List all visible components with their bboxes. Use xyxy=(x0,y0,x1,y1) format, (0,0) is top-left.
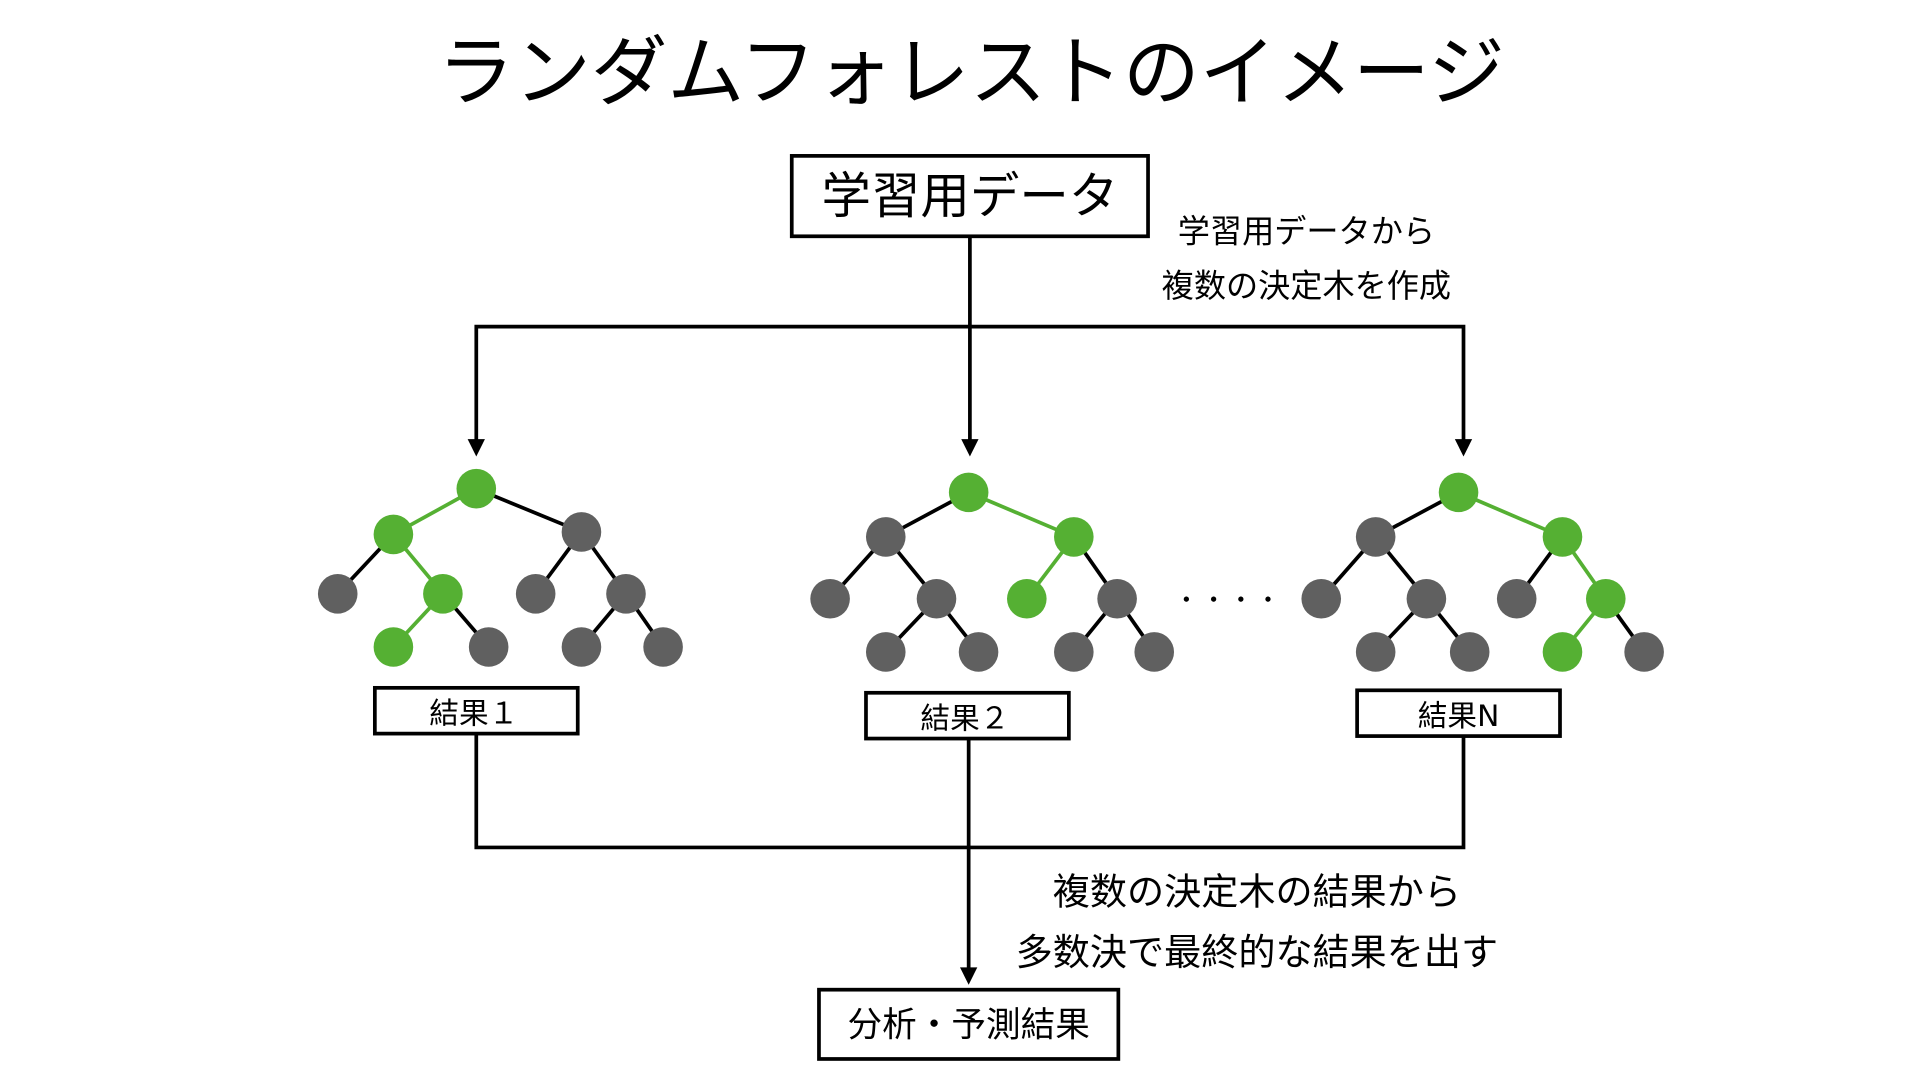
output-label: 分析・予測結果 xyxy=(847,1006,1089,1046)
distribution-connectors xyxy=(474,236,1466,443)
result-box-n: 結果N xyxy=(1355,688,1562,738)
tree-node xyxy=(1097,578,1137,619)
tree-node xyxy=(958,632,999,672)
arrowhead-output xyxy=(960,967,978,985)
annotation-top-line-1: 学習用データから xyxy=(1178,212,1435,250)
tree-node xyxy=(1054,632,1094,672)
tree-node xyxy=(1449,632,1490,672)
result-box-1: 結果１ xyxy=(372,685,580,736)
output-box: 分析・予測結果 xyxy=(817,987,1121,1061)
tree-node xyxy=(1301,578,1342,619)
tree-node-highlighted xyxy=(1542,517,1583,557)
arrowhead-tree-1 xyxy=(467,439,485,457)
result-label-2: 結果２ xyxy=(920,702,1009,737)
annotation-bottom-line-1: 複数の決定木の結果から xyxy=(1053,870,1461,913)
tree-node xyxy=(916,578,957,619)
annotation-top-line-2: 複数の決定木を作成 xyxy=(1162,267,1451,305)
decision-tree-2 xyxy=(810,472,1175,672)
tree-node-highlighted xyxy=(456,468,497,509)
result-box-2: 結果２ xyxy=(864,690,1071,741)
result-label-n: 結果N xyxy=(1418,699,1500,734)
result-label-1: 結果１ xyxy=(429,697,518,732)
tree-node xyxy=(643,627,683,667)
tree-node-highlighted xyxy=(423,574,463,614)
tree-node xyxy=(561,627,602,667)
training-data-box: 学習用データ xyxy=(789,154,1150,239)
tree-node-highlighted xyxy=(1585,578,1626,619)
tree-node-highlighted xyxy=(948,472,989,513)
ellipsis: ・・・・ xyxy=(1174,586,1283,615)
arrowhead-tree-2 xyxy=(961,439,979,457)
arrowhead-tree-n xyxy=(1454,439,1473,457)
tree-node xyxy=(468,627,509,667)
tree-node xyxy=(1496,578,1537,619)
tree-node xyxy=(1355,517,1396,557)
distribution-arrowheads xyxy=(467,439,1473,457)
tree-node xyxy=(1134,632,1175,672)
tree-node-highlighted xyxy=(1007,578,1047,619)
tree-node-highlighted xyxy=(1438,472,1479,513)
tree-node xyxy=(865,632,906,672)
tree-node xyxy=(561,512,602,552)
aggregation-connectors xyxy=(474,733,1466,972)
annotation-bottom-line-2: 多数決で最終的な結果を出す xyxy=(1016,931,1498,974)
trees-layer xyxy=(317,468,1664,672)
tree-node xyxy=(865,517,906,557)
tree-node-highlighted xyxy=(373,627,414,667)
training-data-label: 学習用データ xyxy=(821,167,1118,225)
tree-node-highlighted xyxy=(1542,632,1583,672)
tree-node-highlighted xyxy=(1054,517,1094,557)
diagram-title: ランダムフォレストのイメージ xyxy=(437,29,1504,118)
decision-tree-3 xyxy=(1301,472,1664,672)
connector-split xyxy=(474,324,1466,443)
tree-node xyxy=(1355,632,1396,672)
tree-node xyxy=(1624,632,1664,672)
tree-node xyxy=(810,578,850,619)
decision-tree-1 xyxy=(317,468,683,667)
annotation-majority-vote: 複数の決定木の結果から 多数決で最終的な結果を出す xyxy=(1016,870,1498,974)
annotation-create-trees: 学習用データから 複数の決定木を作成 xyxy=(1162,212,1451,304)
tree-node xyxy=(606,574,646,614)
tree-node xyxy=(317,574,358,614)
tree-node xyxy=(1406,578,1447,619)
tree-node-highlighted xyxy=(373,514,414,555)
tree-node xyxy=(515,574,556,614)
